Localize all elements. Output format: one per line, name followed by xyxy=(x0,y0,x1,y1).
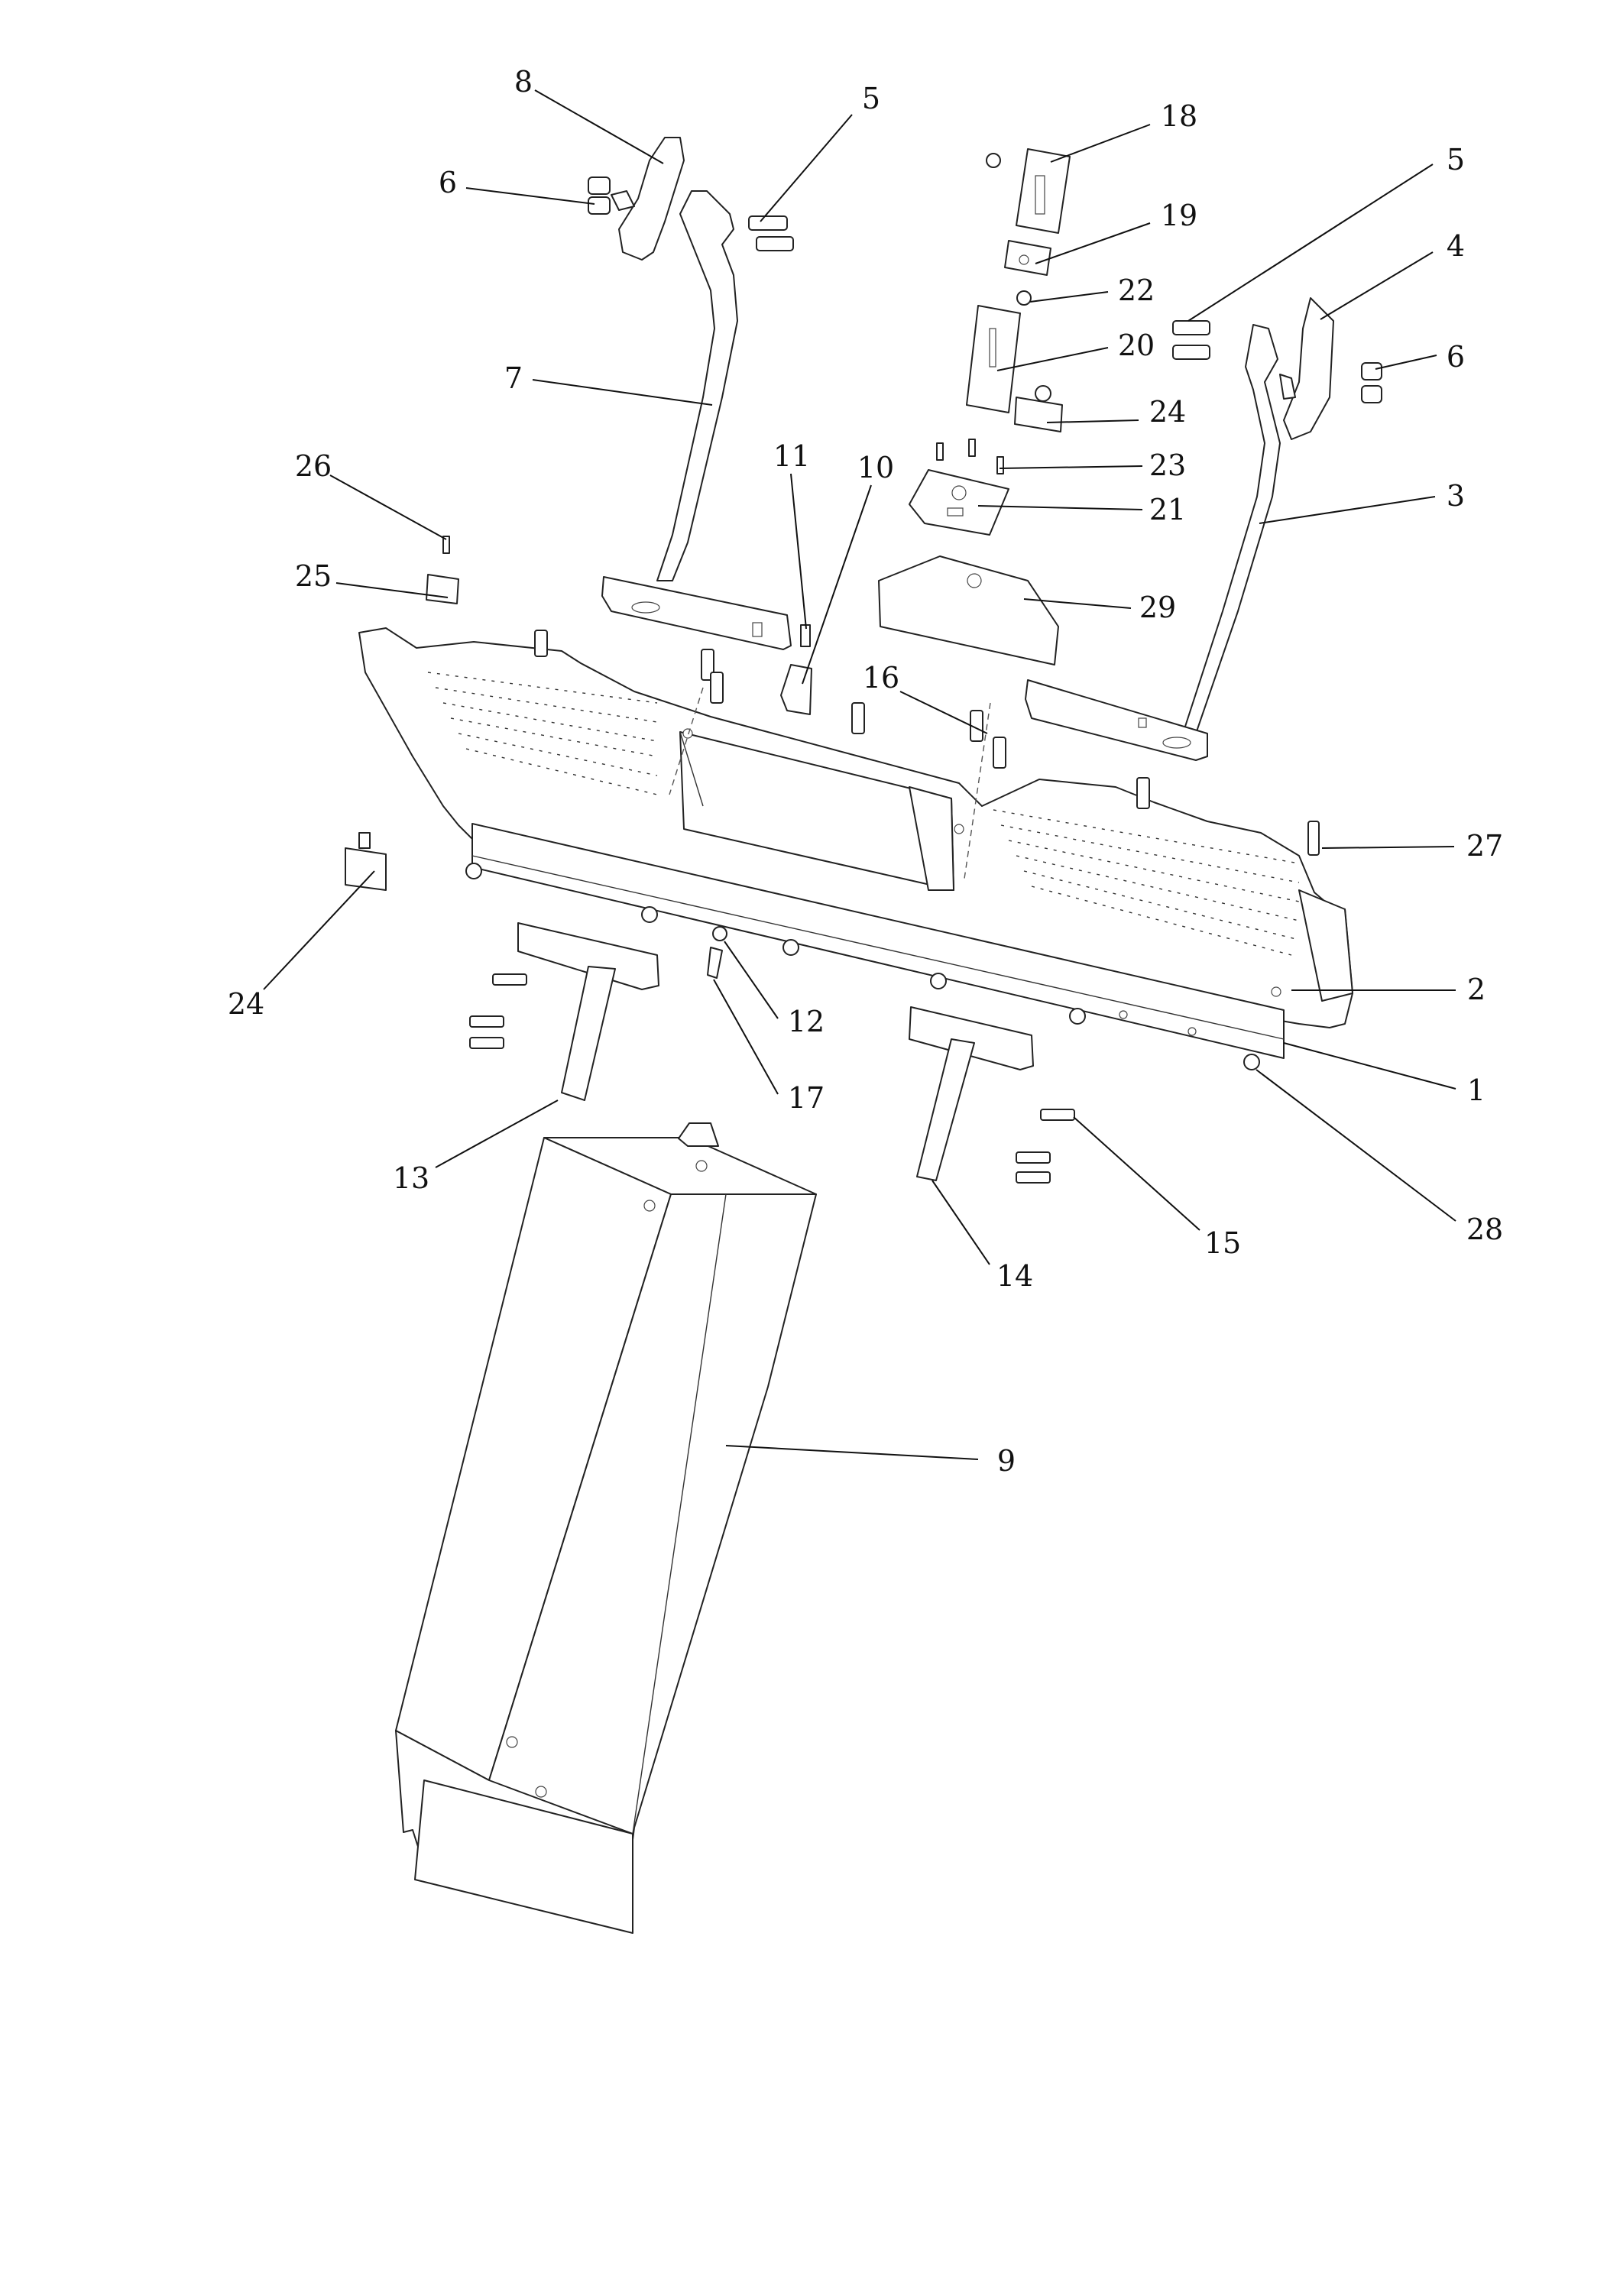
callout-9: 9 xyxy=(997,1444,1016,1478)
part-5-bolts-left xyxy=(748,215,794,251)
part-29-guard xyxy=(878,555,1059,665)
part-18-plate xyxy=(986,148,1071,234)
callout-12: 12 xyxy=(788,1005,825,1038)
callout-11: 11 xyxy=(773,439,810,473)
callout-20: 20 xyxy=(1118,329,1155,362)
part-17-pin xyxy=(707,947,723,979)
callout-26: 26 xyxy=(295,449,332,483)
part-9-chute xyxy=(395,1122,817,1934)
part-6-nuts-left xyxy=(588,176,611,215)
callout-24-left: 24 xyxy=(228,987,264,1021)
part-22-knob xyxy=(1016,290,1032,306)
part-13-bracket xyxy=(517,922,659,1101)
part-7-left-handle xyxy=(601,190,792,650)
part-1-rail xyxy=(471,823,1285,1059)
callout-29: 29 xyxy=(1139,591,1176,624)
part-4-bracket xyxy=(1279,297,1334,440)
part-12-nut xyxy=(712,926,727,941)
part-20-cover xyxy=(966,305,1021,413)
part-21-plate xyxy=(909,469,1009,536)
part-19-clip xyxy=(1004,240,1051,276)
part-23-screws xyxy=(936,439,1004,474)
callout-25: 25 xyxy=(295,559,332,593)
part-2-perforated-tray xyxy=(358,627,1353,1028)
callout-5-right: 5 xyxy=(1447,143,1465,176)
callout-10: 10 xyxy=(857,451,894,484)
callout-19: 19 xyxy=(1161,199,1197,232)
part-8-bracket xyxy=(611,137,685,261)
callout-22: 22 xyxy=(1118,274,1155,307)
part-25-clip xyxy=(426,574,459,604)
callout-5-left: 5 xyxy=(862,82,880,115)
callout-27: 27 xyxy=(1466,829,1503,863)
part-24-switch-left xyxy=(345,832,387,891)
callout-2: 2 xyxy=(1467,973,1486,1006)
part-15-bolts xyxy=(469,973,1075,1184)
callout-3: 3 xyxy=(1447,479,1465,513)
callout-23: 23 xyxy=(1149,449,1186,482)
callout-8: 8 xyxy=(514,65,533,99)
part-3-right-handle xyxy=(1025,324,1281,761)
callout-7: 7 xyxy=(504,361,523,395)
callout-28: 28 xyxy=(1466,1213,1503,1246)
perforation-field-right xyxy=(993,809,1300,956)
callout-6-left: 6 xyxy=(439,166,457,199)
part-28-nuts xyxy=(465,863,1260,1070)
perforation-field-left xyxy=(427,672,658,795)
callout-1: 1 xyxy=(1467,1074,1486,1107)
callout-14: 14 xyxy=(996,1259,1033,1293)
callout-21: 21 xyxy=(1149,493,1186,526)
part-26-screw xyxy=(442,536,450,554)
callout-16: 16 xyxy=(863,661,899,695)
callout-15: 15 xyxy=(1204,1226,1241,1260)
callout-labels: 8 5 18 6 19 5 4 22 20 6 7 24 26 11 10 23… xyxy=(228,65,1503,1478)
callout-4: 4 xyxy=(1447,229,1465,263)
part-27-bolt xyxy=(1307,821,1320,856)
callout-18: 18 xyxy=(1161,99,1197,133)
leader-lines xyxy=(263,89,1456,1460)
callout-17: 17 xyxy=(788,1081,825,1115)
part-14-bracket xyxy=(909,1006,1034,1181)
callout-6-right: 6 xyxy=(1447,340,1465,374)
part-5-bolts-right xyxy=(1172,320,1210,360)
part-24-switch-top xyxy=(1014,385,1063,432)
callout-24-top: 24 xyxy=(1149,395,1186,429)
callout-13: 13 xyxy=(393,1161,429,1195)
part-6-nuts-right xyxy=(1361,362,1382,403)
